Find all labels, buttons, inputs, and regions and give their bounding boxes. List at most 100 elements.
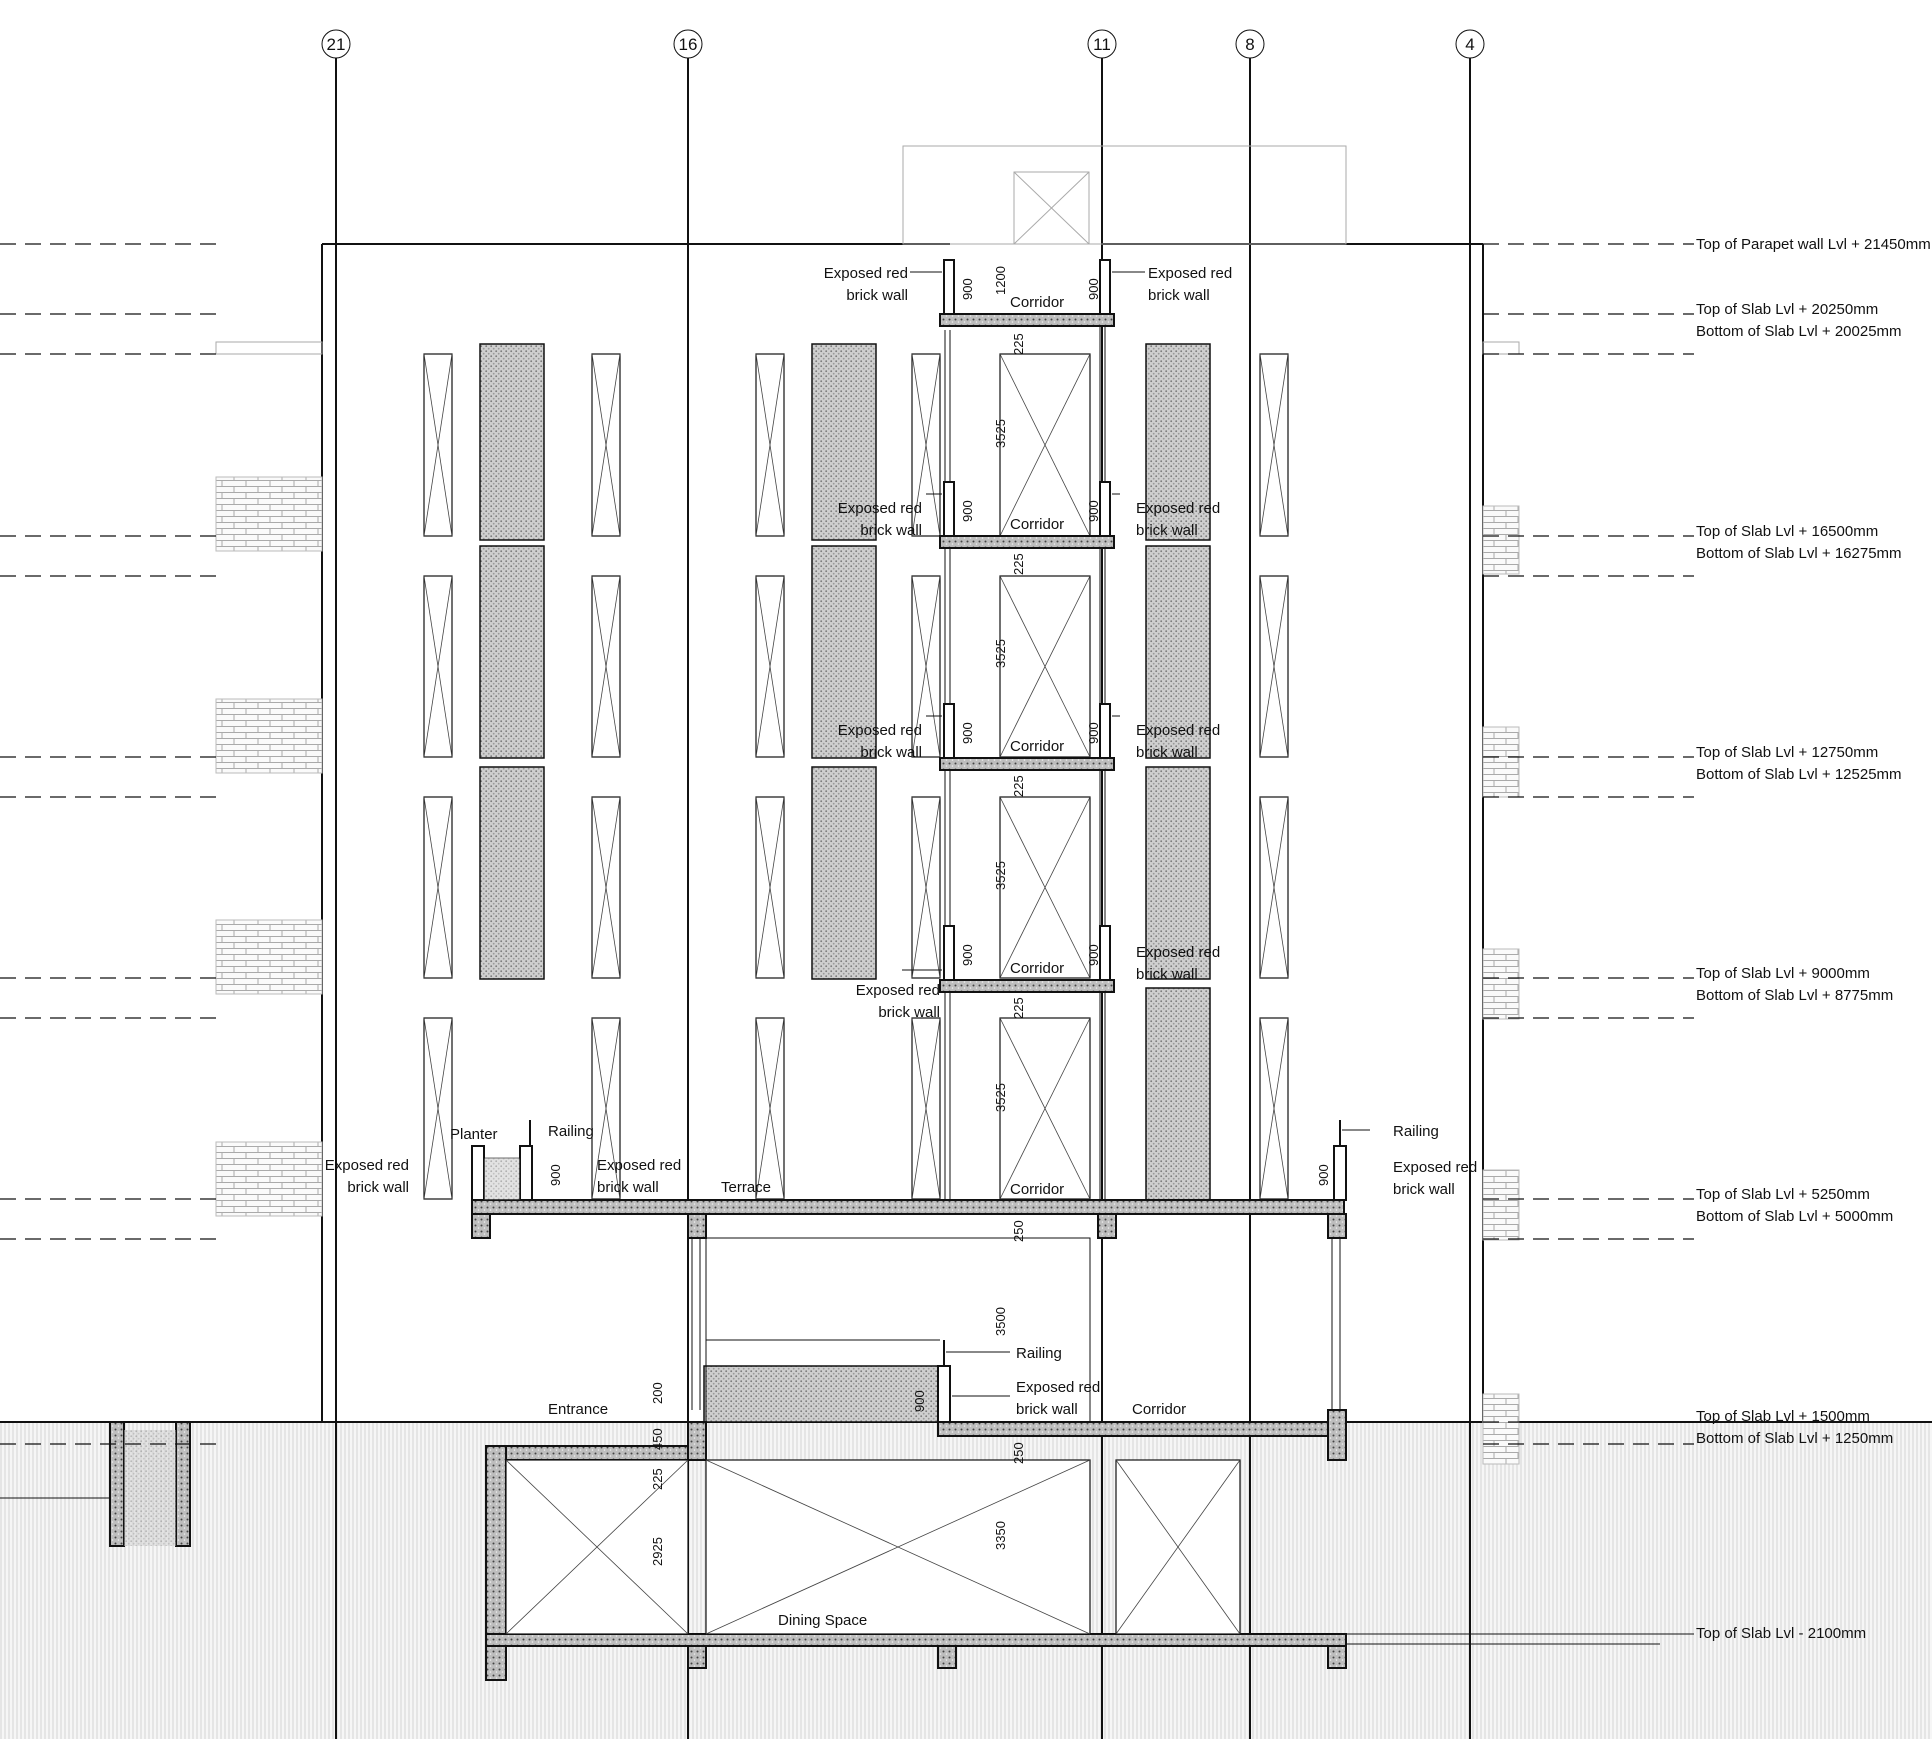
label-brick: brick wall [1016, 1401, 1078, 1418]
label-exposed: Exposed red [325, 1157, 409, 1174]
dim-text: 250 [1011, 1442, 1026, 1464]
dim-text: 200 [650, 1382, 665, 1404]
grid-bubble [1455, 29, 1485, 59]
dim-text: 3525 [993, 861, 1008, 890]
label-brick: brick wall [347, 1179, 409, 1196]
level-label: Top of Parapet wall Lvl + 21450mm [1696, 236, 1931, 253]
level-label: Bottom of Slab Lvl + 16275mm [1696, 545, 1902, 562]
window [755, 796, 785, 979]
dim-text: 900 [912, 1390, 927, 1412]
window [911, 353, 941, 537]
label-corridor: Corridor [1010, 960, 1064, 977]
window [1259, 353, 1289, 537]
label-brick: brick wall [860, 744, 922, 761]
grid-lines [335, 58, 1471, 1739]
label-brick: brick wall [1136, 966, 1198, 983]
level-label: Bottom of Slab Lvl + 1250mm [1696, 1430, 1893, 1447]
label-exposed: Exposed red [1136, 944, 1220, 961]
window [423, 353, 453, 537]
level-label: Bottom of Slab Lvl + 5000mm [1696, 1208, 1893, 1225]
label-brick: brick wall [878, 1004, 940, 1021]
label-corridor: Corridor [1010, 516, 1064, 533]
label-exposed: Exposed red [1393, 1159, 1477, 1176]
dim-text: 900 [960, 278, 975, 300]
dim-text: 900 [548, 1164, 563, 1186]
window [999, 353, 1091, 537]
label-exposed: Exposed red [838, 722, 922, 739]
grid-bubble [321, 29, 351, 59]
dim-text: 900 [960, 944, 975, 966]
window [911, 1017, 941, 1200]
label-brick: brick wall [846, 287, 908, 304]
label-corridor: Corridor [1010, 294, 1064, 311]
level-lines [0, 243, 1694, 1635]
grid-label: 8 [1245, 35, 1254, 54]
grid-bubble [1235, 29, 1265, 59]
dim-text: 3525 [993, 639, 1008, 668]
dim-text: 3500 [993, 1307, 1008, 1336]
level-label: Top of Slab Lvl + 20250mm [1696, 301, 1878, 318]
brick-panels-left [215, 476, 323, 1217]
window [1259, 1017, 1289, 1200]
retaining-wall [109, 1421, 125, 1547]
window [1259, 796, 1289, 979]
label-terrace: Terrace [721, 1179, 771, 1196]
grid-bubble [1087, 29, 1117, 59]
dim-text: 450 [650, 1428, 665, 1450]
window [999, 796, 1091, 979]
label-exposed: Exposed red [597, 1157, 681, 1174]
label-entrance: Entrance [548, 1401, 608, 1418]
window [1259, 575, 1289, 758]
label-brick: brick wall [1148, 287, 1210, 304]
dim-text: 900 [1086, 944, 1101, 966]
window [999, 1017, 1091, 1200]
dim-text: 2925 [650, 1537, 665, 1566]
level-label: Bottom of Slab Lvl + 20025mm [1696, 323, 1902, 340]
window [755, 575, 785, 758]
level-label: Top of Slab Lvl + 16500mm [1696, 523, 1878, 540]
level-label: Bottom of Slab Lvl + 8775mm [1696, 987, 1893, 1004]
level-label: Bottom of Slab Lvl + 12525mm [1696, 766, 1902, 783]
window [911, 796, 941, 979]
dim-text: 225 [1011, 333, 1026, 355]
dim-text: 250 [1011, 1220, 1026, 1242]
window [755, 1017, 785, 1200]
label-railing: Railing [1393, 1123, 1439, 1140]
level-label: Top of Slab Lvl + 9000mm [1696, 965, 1870, 982]
dimension-labels: 900 1200 900 225 3525 900 900 225 3525 9… [548, 266, 1331, 1566]
label-exposed: Exposed red [1148, 265, 1232, 282]
dim-text: 900 [960, 722, 975, 744]
label-exposed: Exposed red [1136, 722, 1220, 739]
dim-text: 3350 [993, 1521, 1008, 1550]
dim-text: 225 [1011, 775, 1026, 797]
dim-text: 900 [1316, 1164, 1331, 1186]
dim-text: 225 [650, 1468, 665, 1490]
level-label: Top of Slab Lvl + 1500mm [1696, 1408, 1870, 1425]
label-exposed: Exposed red [856, 982, 940, 999]
level-label: Top of Slab Lvl - 2100mm [1696, 1625, 1866, 1642]
label-corridor: Corridor [1132, 1401, 1186, 1418]
label-brick: brick wall [597, 1179, 659, 1196]
label-planter: Planter [450, 1126, 498, 1143]
level-labels: Top of Parapet wall Lvl + 21450mm Top of… [1696, 236, 1931, 1642]
grid-label: 4 [1465, 35, 1474, 54]
dim-text: 900 [1086, 722, 1101, 744]
perforated-screens [479, 343, 1211, 1423]
label-railing: Railing [548, 1123, 594, 1140]
dim-text: 225 [1011, 553, 1026, 575]
window [591, 353, 621, 537]
annotation-labels: Exposed red brick wall Exposed red brick… [325, 265, 1477, 1629]
label-brick: brick wall [860, 522, 922, 539]
level-label: Top of Slab Lvl + 5250mm [1696, 1186, 1870, 1203]
grid-bubble [673, 29, 703, 59]
label-exposed: Exposed red [838, 500, 922, 517]
window [423, 796, 453, 979]
grid-label: 21 [327, 35, 346, 54]
window [755, 353, 785, 537]
retaining-wall-2 [175, 1421, 191, 1547]
window [999, 575, 1091, 758]
leader-arrows [902, 271, 1370, 1397]
label-exposed: Exposed red [1016, 1379, 1100, 1396]
retaining-fill [124, 1430, 176, 1546]
window [591, 796, 621, 979]
